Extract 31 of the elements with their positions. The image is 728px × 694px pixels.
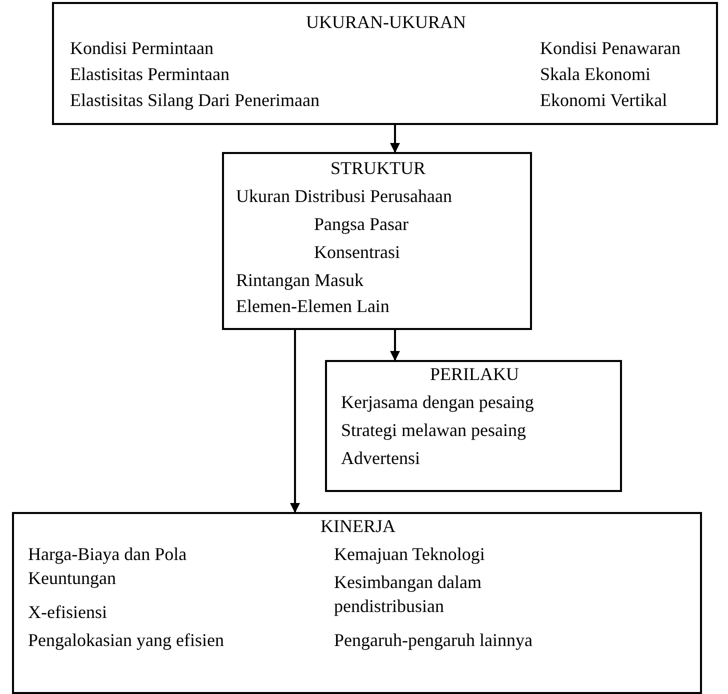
box-item: Ukuran Distribusi Perusahaan xyxy=(236,185,453,208)
box-item: Strategi melawan pesaing xyxy=(341,419,527,442)
box-heading: STRUKTUR xyxy=(329,157,426,180)
box-item: Elemen-Elemen Lain xyxy=(236,295,390,318)
box-heading: PERILAKU xyxy=(429,363,520,386)
box-heading: UKURAN-UKURAN xyxy=(305,11,467,34)
box-heading: KINERJA xyxy=(320,515,396,538)
box-item: Advertensi xyxy=(341,447,421,470)
arrow xyxy=(390,125,400,153)
box-item: Elastisitas Silang Dari Penerimaan xyxy=(70,89,320,112)
box-item: Kerjasama dengan pesaing xyxy=(341,391,535,414)
box-item: Pengalokasian yang efisien xyxy=(28,629,225,652)
box-item: Konsentrasi xyxy=(314,241,401,264)
box-item: Kondisi Permintaan xyxy=(70,37,214,60)
process-box xyxy=(12,512,702,694)
box-item: Pangsa Pasar xyxy=(314,213,410,236)
box-item: Harga-Biaya dan Pola Keuntungan xyxy=(28,543,188,590)
box-item: Ekonomi Vertikal xyxy=(540,89,668,112)
box-item: Kesimbangan dalam pendistribusian xyxy=(334,571,482,618)
box-item: Elastisitas Permintaan xyxy=(70,63,230,86)
box-item: Rintangan Masuk xyxy=(236,269,364,292)
process-box xyxy=(52,2,718,125)
process-box xyxy=(222,152,532,330)
arrow xyxy=(390,330,400,361)
box-item: Skala Ekonomi xyxy=(540,63,652,86)
process-box xyxy=(325,360,622,492)
box-item: Kondisi Penawaran xyxy=(540,37,682,60)
arrow xyxy=(290,330,300,513)
box-item: X-efisiensi xyxy=(28,601,108,624)
box-item: Pengaruh-pengaruh lainnya xyxy=(334,629,534,652)
box-item: Kemajuan Teknologi xyxy=(334,543,486,566)
